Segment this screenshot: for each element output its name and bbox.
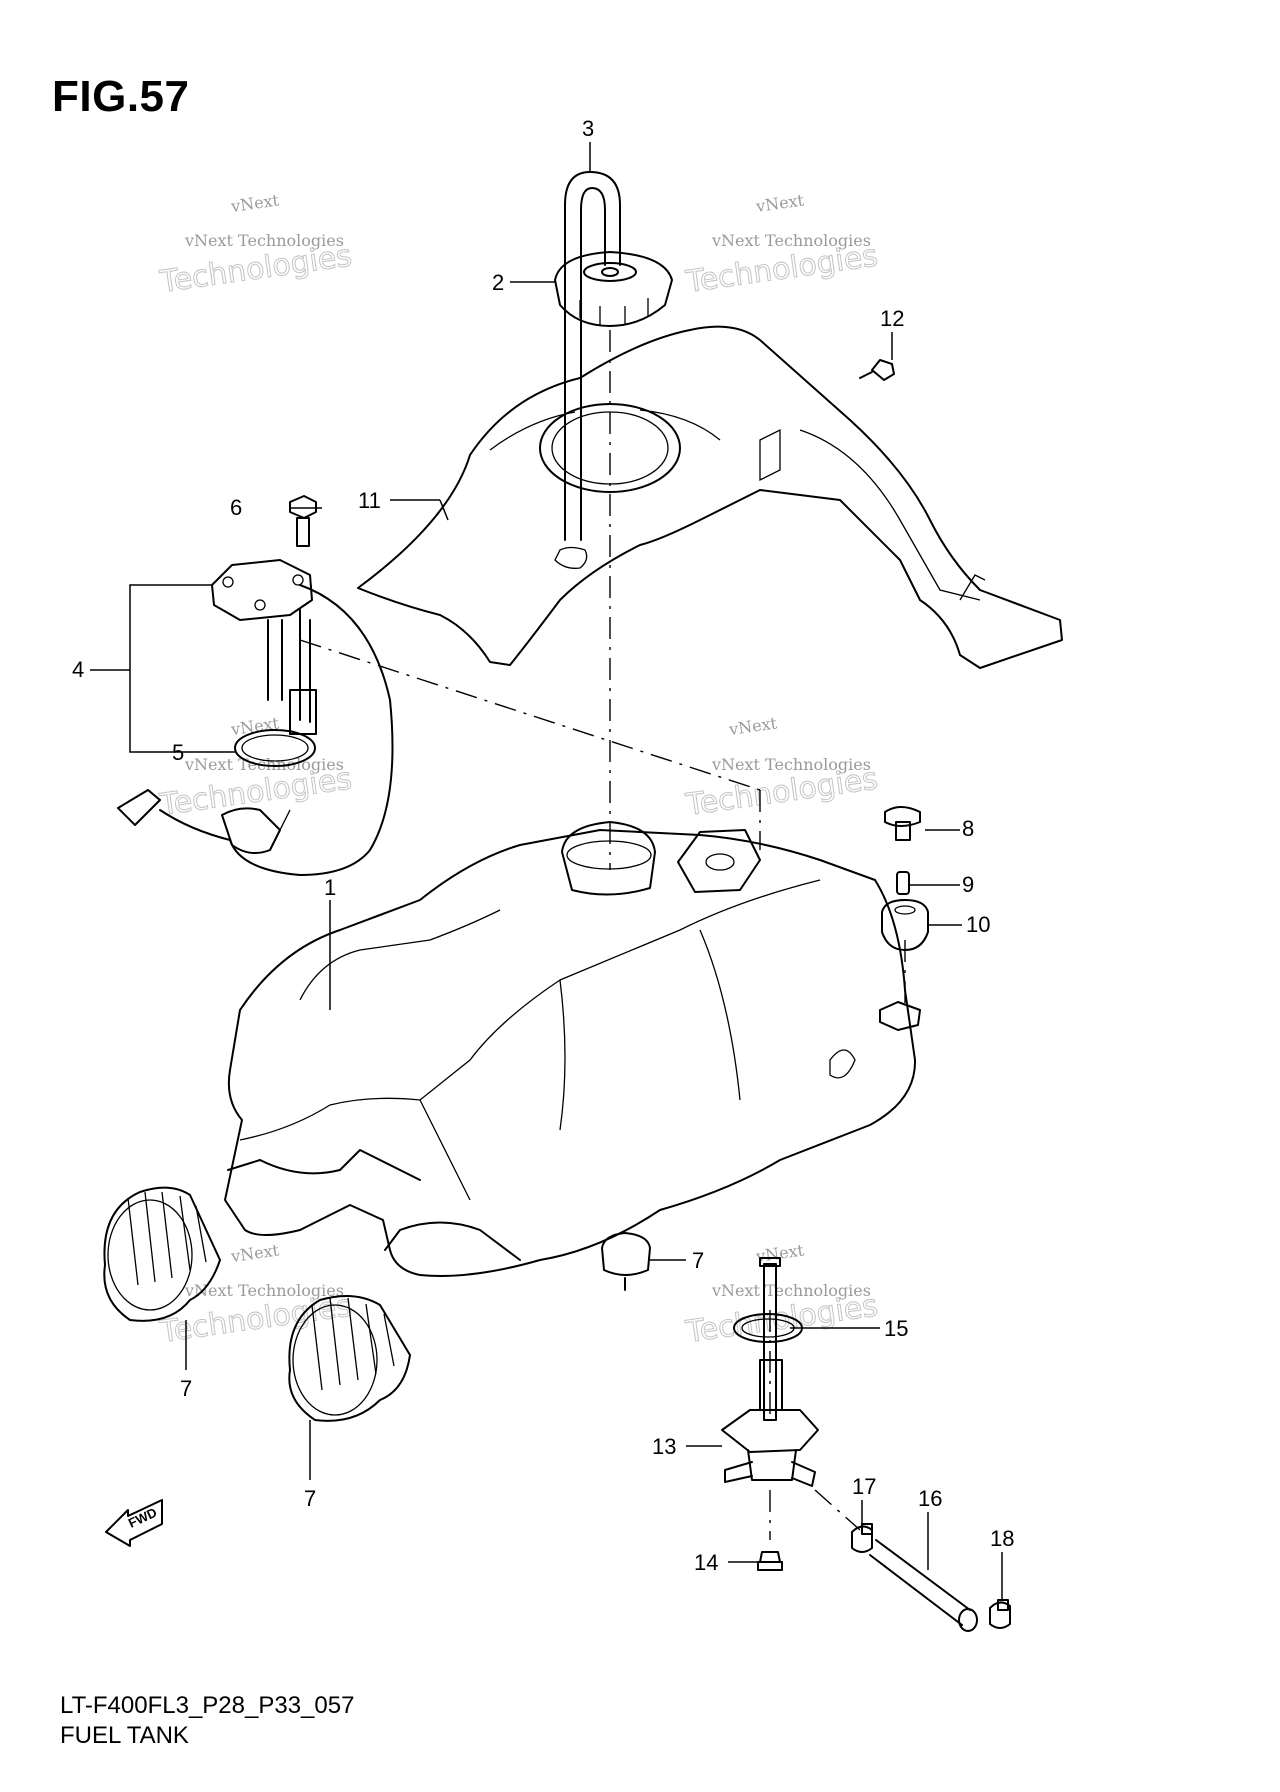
- watermark: vNext vNext Technologies Technologies: [683, 190, 881, 300]
- watermark: vNext vNext Technologies Technologies: [683, 1240, 881, 1350]
- svg-text:vNext Technologies: vNext Technologies: [711, 1281, 871, 1300]
- fuel-hose: [869, 1539, 978, 1632]
- leader-lines: [90, 142, 1003, 1600]
- mount-bolt-9: [884, 806, 921, 841]
- watermark: vNext vNext Technologies Technologies: [157, 1240, 355, 1350]
- callout-7-right: 7: [304, 1486, 316, 1511]
- callout-7-left: 7: [180, 1376, 192, 1401]
- tank-strap-left: [103, 1186, 221, 1322]
- fuel-pump-assembly: [117, 559, 394, 876]
- pump-o-ring: [234, 729, 316, 767]
- fuel-cap: [554, 251, 673, 327]
- svg-text:vNext: vNext: [229, 1240, 281, 1266]
- callout-8: 7: [692, 1248, 704, 1273]
- figure-title: FIG.57: [52, 72, 190, 121]
- svg-text:vNext: vNext: [727, 713, 779, 739]
- watermark: vNext vNext Technologies Technologies: [157, 713, 355, 823]
- hose-clamp-18: [851, 1523, 873, 1553]
- callout-4: 4: [72, 657, 84, 682]
- screw-15: [757, 1551, 783, 1571]
- callout-3: 3: [582, 116, 594, 141]
- callouts: 3 2 12 6 11 4 5 1 8 9 10 7 15 13 14 17 1…: [72, 116, 1014, 1575]
- svg-text:vNext Technologies: vNext Technologies: [711, 755, 871, 774]
- callout-17: 16: [918, 1486, 942, 1511]
- fuel-tank: [224, 821, 921, 1277]
- callout-16: 15: [884, 1316, 908, 1341]
- svg-text:vNext Technologies: vNext Technologies: [711, 231, 871, 250]
- collar-10: [896, 871, 910, 895]
- callout-1: 1: [324, 875, 336, 900]
- cushion-11: [881, 899, 929, 951]
- callout-2: 2: [492, 270, 504, 295]
- callout-15: 14: [694, 1550, 718, 1575]
- callout-14: 13: [652, 1434, 676, 1459]
- callout-18: 17: [852, 1474, 876, 1499]
- svg-text:vNext Technologies: vNext Technologies: [184, 1281, 344, 1300]
- figure-code: LT-F400FL3_P28_P33_057: [60, 1692, 355, 1719]
- tank-cover: [357, 325, 1063, 669]
- tank-strap-right: [288, 1295, 411, 1422]
- hose-clamp-19: [989, 1599, 1011, 1629]
- callout-19: 18: [990, 1526, 1014, 1551]
- callout-5: 5: [172, 740, 184, 765]
- svg-text:vNext: vNext: [229, 190, 281, 216]
- callout-12: 11: [358, 488, 381, 513]
- forward-arrow-icon: FWD: [105, 1499, 163, 1547]
- svg-text:vNext: vNext: [754, 190, 806, 216]
- callout-13: 12: [880, 306, 904, 331]
- fuel-cock: [721, 1257, 819, 1487]
- callout-11: 10: [966, 912, 990, 937]
- bolt-13: [859, 359, 895, 381]
- figure-name: FUEL TANK: [60, 1722, 189, 1749]
- callout-9: 8: [962, 816, 974, 841]
- callout-10: 9: [962, 872, 974, 897]
- bolt-6: [289, 495, 317, 547]
- cushion-8: [601, 1232, 651, 1291]
- watermark: vNext vNext Technologies Technologies: [157, 190, 355, 300]
- watermark: vNext vNext Technologies Technologies: [683, 713, 881, 823]
- watermark-group: vNext vNext Technologies Technologies vN…: [157, 190, 881, 1350]
- assembly-axis-lines: [299, 330, 906, 1540]
- svg-text:FWD: FWD: [126, 1505, 159, 1531]
- callout-6: 6: [230, 495, 242, 520]
- svg-text:vNext Technologies: vNext Technologies: [184, 231, 344, 250]
